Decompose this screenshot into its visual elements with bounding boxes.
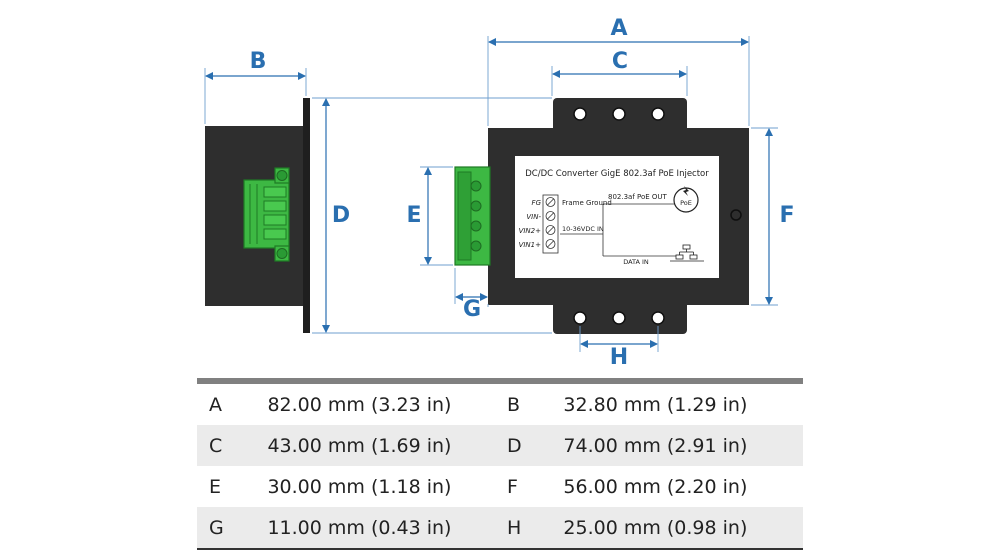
vdc-in-text: 10-36VDC IN <box>562 225 604 233</box>
pin-vin-minus: VIN- <box>526 213 541 221</box>
side-terminal-block <box>243 167 290 262</box>
dim-value: 82.00 mm (3.23 in) <box>267 393 452 416</box>
dim-value: 25.00 mm (0.98 in) <box>563 507 803 549</box>
table-row: E 30.00 mm (1.18 in) F 56.00 mm (2.20 in… <box>197 466 803 507</box>
dim-label-h: H <box>610 345 628 370</box>
dim-value: 11.00 mm (0.43 in) <box>267 507 508 549</box>
device-label: DC/DC Converter GigE 802.3af PoE Injecto… <box>515 156 719 278</box>
side-flange <box>303 98 310 333</box>
dim-value: 30.00 mm (1.18 in) <box>267 475 452 498</box>
dim-label-f: F <box>779 203 794 228</box>
pin-vin2-plus: VIN2+ <box>519 227 542 235</box>
dim-key: F <box>507 475 518 498</box>
label-title: DC/DC Converter GigE 802.3af PoE Injecto… <box>525 169 709 179</box>
dim-value: 74.00 mm (2.91 in) <box>563 425 803 466</box>
dim-key: D <box>507 425 564 466</box>
pin-vin1-plus: VIN1+ <box>519 241 542 249</box>
dimension-letters: A B C D E F G H <box>250 16 795 370</box>
dim-key: H <box>507 507 564 549</box>
dim-key: C <box>197 425 268 466</box>
mount-hole <box>651 311 665 325</box>
table-row: C 43.00 mm (1.69 in) D 74.00 mm (2.91 in… <box>197 425 803 466</box>
mount-hole <box>651 107 665 121</box>
dim-value: 43.00 mm (1.69 in) <box>267 425 508 466</box>
front-view: DC/DC Converter GigE 802.3af PoE Injecto… <box>454 98 749 334</box>
dim-key: E <box>209 475 222 498</box>
poe-symbol-text: PoE <box>680 199 692 207</box>
dim-label-c: C <box>612 49 628 74</box>
pin-fg: FG <box>532 199 542 207</box>
dim-label-b: B <box>250 49 267 74</box>
dim-key: G <box>197 507 268 549</box>
front-terminal-block <box>454 166 491 266</box>
side-view <box>205 98 310 333</box>
mount-hole <box>573 107 587 121</box>
table-row: A 82.00 mm (3.23 in) B 32.80 mm (1.29 in… <box>197 381 803 425</box>
poe-out-text: 802.3af PoE OUT <box>608 193 668 201</box>
dim-label-g: G <box>463 297 481 322</box>
dimension-lines <box>204 36 778 352</box>
mount-hole <box>612 107 626 121</box>
dim-key: B <box>507 393 521 416</box>
mount-hole <box>573 311 587 325</box>
frame-ground-text: Frame Ground <box>562 199 612 207</box>
dim-key: A <box>209 393 222 416</box>
led-indicator <box>730 209 742 221</box>
data-in-text: DATA IN <box>623 258 649 266</box>
dim-value: 56.00 mm (2.20 in) <box>563 475 748 498</box>
dimensions-table: A 82.00 mm (3.23 in) B 32.80 mm (1.29 in… <box>197 378 803 550</box>
dim-value: 32.80 mm (1.29 in) <box>563 393 748 416</box>
dimension-diagram: DC/DC Converter GigE 802.3af PoE Injecto… <box>204 16 795 370</box>
dim-label-d: D <box>332 203 350 228</box>
table-row: G 11.00 mm (0.43 in) H 25.00 mm (0.98 in… <box>197 507 803 549</box>
dim-label-e: E <box>406 203 421 228</box>
dim-label-a: A <box>610 16 627 41</box>
mount-hole <box>612 311 626 325</box>
network-icon <box>670 244 704 262</box>
